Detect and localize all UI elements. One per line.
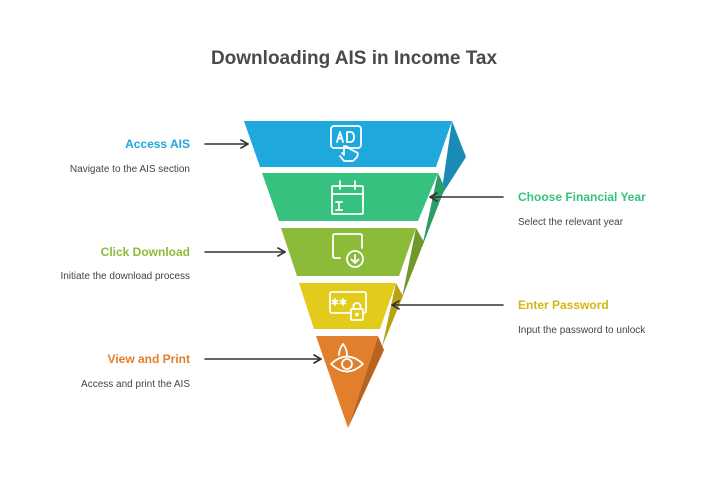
step-1-description: Navigate to the AIS section bbox=[69, 164, 190, 175]
password-lock-icon bbox=[329, 291, 367, 321]
layer-3-face bbox=[281, 228, 416, 276]
diagram-title: Downloading AIS in Income Tax bbox=[210, 48, 498, 69]
funnel-layer-view-and-print bbox=[316, 336, 384, 428]
layer-3-side bbox=[402, 228, 424, 298]
download-icon bbox=[332, 233, 364, 268]
step-3-description: Initiate the download process bbox=[60, 271, 190, 282]
layer-5-face bbox=[316, 336, 378, 428]
funnel-layer-choose-financial-year bbox=[262, 173, 445, 247]
layer-2-face bbox=[262, 173, 438, 221]
step-5-title: View and Print bbox=[107, 352, 190, 366]
step-5-description: Access and print the AIS bbox=[81, 379, 190, 390]
layer-4-side bbox=[382, 283, 403, 347]
funnel-layer-click-download bbox=[281, 228, 424, 298]
funnel-layer-enter-password bbox=[299, 283, 403, 347]
layer-5-side bbox=[348, 336, 384, 428]
ad-click-icon bbox=[330, 125, 362, 162]
layer-1-face bbox=[244, 121, 452, 167]
layer-4-face bbox=[299, 283, 396, 329]
calendar-icon bbox=[331, 180, 364, 215]
layer-2-side bbox=[422, 173, 445, 247]
funnel-layer-access-ais bbox=[244, 121, 466, 196]
layer-1-side bbox=[441, 121, 466, 196]
step-4-description: Input the password to unlock bbox=[518, 325, 646, 336]
step-2-title: Choose Financial Year bbox=[518, 190, 646, 204]
step-1-title: Access AIS bbox=[125, 137, 190, 151]
step-3-title: Click Download bbox=[100, 245, 190, 259]
step-4-title: Enter Password bbox=[518, 298, 609, 312]
step-2-description: Select the relevant year bbox=[518, 217, 624, 228]
eye-drop-icon bbox=[330, 343, 364, 373]
